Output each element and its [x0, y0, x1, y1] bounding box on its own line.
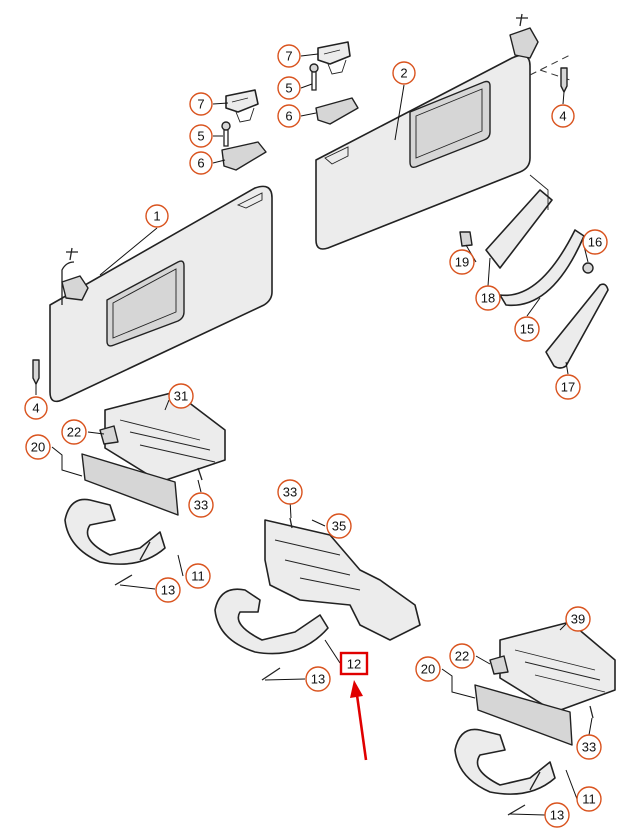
svg-text:31: 31 — [174, 389, 188, 404]
svg-text:6: 6 — [285, 109, 292, 124]
callout-20-left: 20 — [25, 434, 51, 460]
svg-text:13: 13 — [161, 583, 175, 598]
screw-4-right — [560, 67, 568, 93]
callout-7-right: 7 — [277, 44, 301, 68]
callout-4-left: 4 — [24, 396, 48, 420]
callout-31: 31 — [168, 383, 194, 409]
callout-33-left: 33 — [188, 492, 214, 518]
svg-text:35: 35 — [332, 519, 346, 534]
callout-16: 16 — [582, 229, 608, 255]
callout-35: 35 — [326, 513, 352, 539]
svg-text:18: 18 — [481, 291, 495, 306]
svg-text:33: 33 — [194, 498, 208, 513]
svg-text:15: 15 — [520, 322, 534, 337]
callout-2: 2 — [392, 61, 416, 85]
callout-6-right: 6 — [277, 104, 301, 128]
leader-lines — [35, 53, 593, 816]
callout-13-right: 13 — [544, 802, 570, 828]
callout-18: 18 — [475, 285, 501, 311]
clip-group-right — [309, 41, 359, 125]
callout-5-right: 5 — [277, 76, 301, 100]
callout-5-left: 5 — [189, 124, 213, 148]
svg-text:7: 7 — [197, 97, 204, 112]
svg-text:12: 12 — [347, 657, 361, 672]
svg-text:11: 11 — [582, 792, 596, 807]
highlight-callout-12: 12 — [339, 651, 369, 676]
svg-text:1: 1 — [153, 209, 160, 224]
handle-assembly-left — [64, 391, 226, 586]
svg-text:7: 7 — [285, 49, 292, 64]
callout-11-left: 11 — [185, 563, 211, 589]
svg-text:11: 11 — [191, 569, 205, 584]
callout-6-left: 6 — [189, 151, 213, 175]
highlight-arrow — [350, 680, 368, 761]
svg-text:4: 4 — [559, 109, 566, 124]
callout-22-right: 22 — [449, 643, 475, 669]
svg-text:22: 22 — [67, 425, 81, 440]
svg-text:13: 13 — [550, 808, 564, 823]
sun-visor-right — [315, 13, 571, 250]
callout-7-left: 7 — [189, 92, 213, 116]
svg-text:33: 33 — [582, 740, 596, 755]
svg-text:13: 13 — [311, 672, 325, 687]
callout-1: 1 — [145, 204, 169, 228]
svg-text:39: 39 — [571, 612, 585, 627]
svg-text:19: 19 — [455, 255, 469, 270]
bracket-assembly — [459, 174, 609, 369]
callout-11-right: 11 — [576, 786, 602, 812]
callout-20-right: 20 — [415, 656, 441, 682]
svg-text:2: 2 — [400, 66, 407, 81]
svg-text:16: 16 — [588, 235, 602, 250]
clip-group-left — [221, 89, 267, 171]
callout-15: 15 — [514, 316, 540, 342]
svg-text:5: 5 — [197, 129, 204, 144]
sun-visor-left — [49, 185, 273, 403]
svg-text:33: 33 — [283, 485, 297, 500]
svg-text:17: 17 — [561, 380, 575, 395]
svg-text:20: 20 — [31, 440, 45, 455]
svg-text:20: 20 — [421, 662, 435, 677]
svg-text:6: 6 — [197, 156, 204, 171]
callout-13-left: 13 — [155, 577, 181, 603]
callout-13-center: 13 — [305, 666, 331, 692]
callout-39: 39 — [565, 606, 591, 632]
callout-19: 19 — [449, 249, 475, 275]
svg-text:4: 4 — [32, 401, 39, 416]
handle-assembly-right — [454, 621, 616, 816]
callout-33-center: 33 — [277, 479, 303, 505]
callout-4-right: 4 — [551, 104, 575, 128]
callout-33-right: 33 — [576, 734, 602, 760]
handle-assembly-center — [214, 517, 421, 681]
callout-17: 17 — [555, 374, 581, 400]
callout-22-left: 22 — [61, 419, 87, 445]
screw-4-left — [32, 359, 40, 385]
svg-text:5: 5 — [285, 81, 292, 96]
svg-text:22: 22 — [455, 649, 469, 664]
